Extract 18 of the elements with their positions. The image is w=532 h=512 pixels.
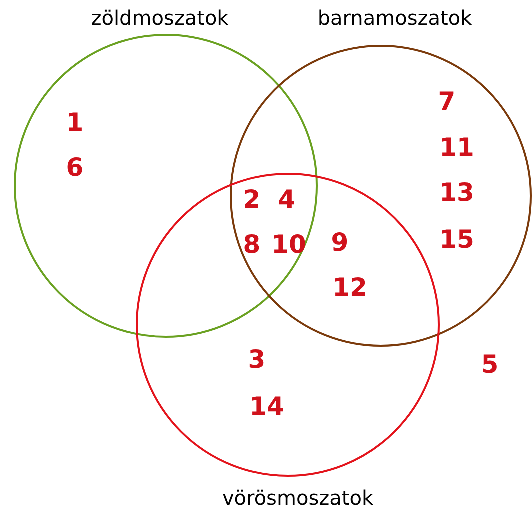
item-number: 9: [331, 229, 349, 257]
item-number: 2: [243, 186, 261, 214]
item-number: 1: [66, 109, 84, 137]
item-number: 14: [250, 393, 284, 421]
item-number: 5: [481, 351, 499, 379]
set-label: vörösmoszatok: [222, 486, 374, 510]
set-label: zöldmoszatok: [91, 6, 229, 30]
item-number: 13: [440, 179, 474, 207]
item-number: 11: [440, 134, 474, 162]
item-number: 6: [66, 154, 84, 182]
item-number: 7: [438, 88, 456, 116]
item-number: 4: [278, 186, 296, 214]
item-number: 15: [440, 226, 474, 254]
item-number: 12: [332, 274, 368, 302]
item-number: 3: [248, 346, 266, 374]
set-label: barnamoszatok: [318, 6, 472, 30]
item-number: 10: [272, 231, 306, 259]
item-number: 8: [243, 231, 261, 259]
